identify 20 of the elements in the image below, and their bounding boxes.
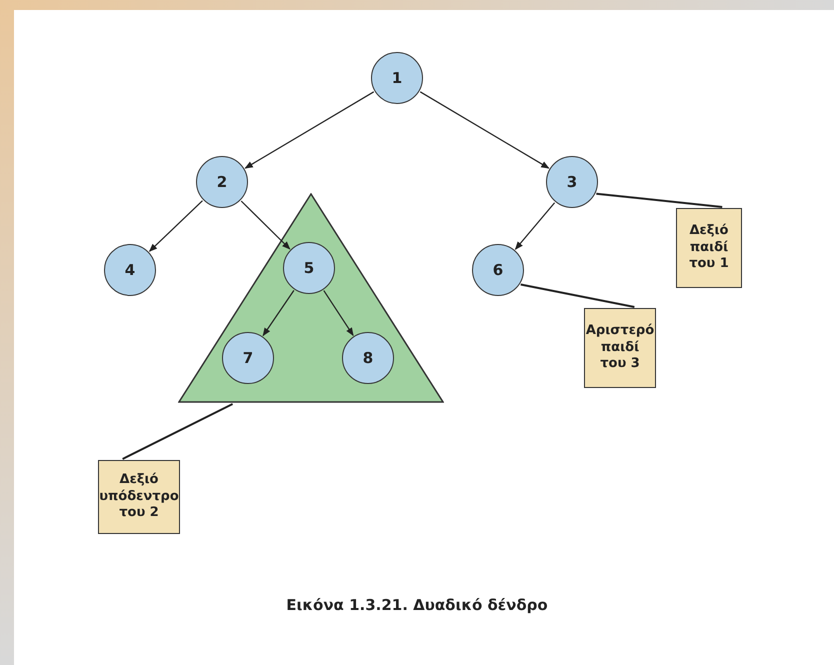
tree-node-circle: 6 — [472, 244, 524, 296]
tree-node-circle: 1 — [371, 52, 423, 104]
arrow — [240, 200, 290, 250]
arrow — [420, 91, 550, 169]
tree-node-circle: 2 — [196, 156, 248, 208]
callout-box: Δεξιό παιδί του 1 — [676, 208, 742, 288]
arrow — [323, 290, 354, 336]
callout-box: Δεξιό υπόδεντρο του 2 — [98, 460, 180, 534]
leader-line — [596, 192, 722, 208]
tree-node-circle: 3 — [546, 156, 598, 208]
leader-line — [122, 403, 234, 460]
arrow — [514, 202, 556, 250]
figure-caption: Εικόνα 1.3.21. Δυαδικό δένδρο — [286, 596, 548, 614]
tree-node-circle: 4 — [104, 244, 156, 296]
arrow — [244, 91, 374, 169]
leader-line — [520, 284, 635, 308]
callout-box: Αριστερό παιδί του 3 — [584, 308, 656, 388]
subtree-triangle — [178, 193, 444, 403]
arrow — [148, 200, 203, 252]
arrow — [262, 290, 294, 336]
